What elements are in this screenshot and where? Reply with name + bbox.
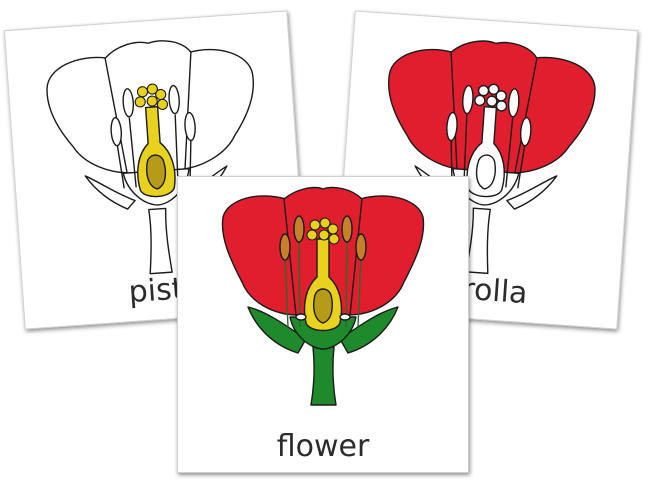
stem xyxy=(148,207,173,275)
stigma-lobe xyxy=(137,86,149,98)
ovary-cavity xyxy=(475,154,496,190)
sepal-left xyxy=(84,175,136,210)
anther xyxy=(168,84,180,115)
anther xyxy=(293,215,305,243)
anther xyxy=(519,117,532,147)
flower-illustration xyxy=(221,186,425,406)
anther xyxy=(279,233,291,261)
card-word-flower: flower xyxy=(276,429,370,464)
corolla-flower-illustration xyxy=(388,40,596,275)
anther xyxy=(462,84,474,115)
anther xyxy=(110,117,123,147)
stigma-lobe xyxy=(309,219,321,231)
filament xyxy=(116,143,125,189)
sepal-left xyxy=(247,306,307,354)
anther xyxy=(446,111,458,142)
ovary-cavity xyxy=(313,288,333,324)
stem xyxy=(465,207,491,275)
ovary-cavity xyxy=(146,154,167,190)
card-flower[interactable]: flower xyxy=(177,176,469,473)
anther xyxy=(341,215,353,243)
stem xyxy=(310,346,337,406)
sepal-right xyxy=(339,306,399,354)
anther xyxy=(122,88,135,118)
filament xyxy=(128,117,137,188)
card-corolla[interactable]: corolla xyxy=(333,10,639,330)
filament xyxy=(174,114,179,185)
sepal-right xyxy=(506,175,558,210)
anther xyxy=(184,111,196,142)
anther xyxy=(507,88,520,118)
anther xyxy=(355,233,367,261)
